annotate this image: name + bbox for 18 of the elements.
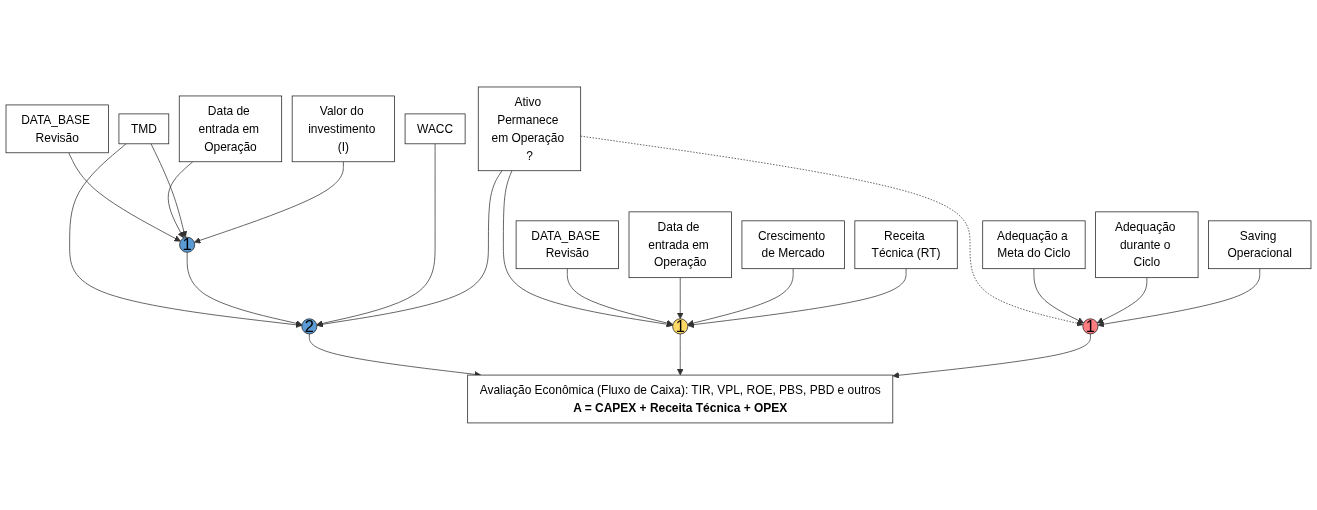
- node-box: Adequação a Meta do Ciclo: [982, 220, 1086, 270]
- node-box: Crescimento de Mercado: [741, 220, 845, 270]
- node-box: Adequação durante o Ciclo: [1095, 211, 1199, 279]
- node-box: DATA_BASE Revisão: [515, 220, 619, 270]
- node-box: TMD: [118, 113, 170, 145]
- node-box: Ativo Permanece em Operação ?: [477, 86, 582, 172]
- node-box: WACC: [404, 113, 466, 145]
- node-circle: 1: [1082, 318, 1099, 335]
- node-circle: 1: [672, 318, 689, 335]
- node-box: Valor do investimento (I): [291, 95, 395, 163]
- node-box: DATA_BASE Revisão: [5, 104, 109, 154]
- node-box: Data de entrada em Operação: [178, 95, 283, 163]
- node-box: Data de entrada em Operação: [628, 211, 732, 279]
- node-circle: 1: [179, 236, 196, 253]
- node-box: Saving Operacional: [1208, 220, 1312, 270]
- node-circle: 2: [301, 318, 318, 335]
- node-box: Receita Técnica (RT): [854, 220, 958, 270]
- node-box: Avaliação Econômica (Fluxo de Caixa): TIR, VPL, ROE, PBS, PBD e outros A = CAPEX + Receita Técnica + OPEX: [467, 374, 894, 424]
